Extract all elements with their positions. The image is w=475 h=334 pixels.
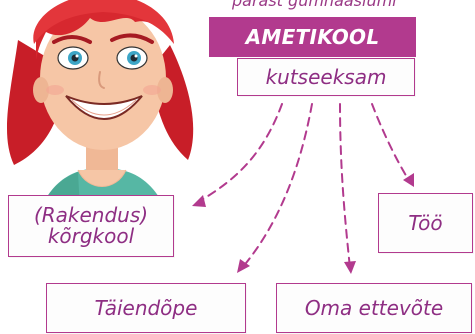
higher-school-line2: kõrgkool: [47, 224, 135, 248]
arrow-heads: [192, 173, 414, 274]
option-further-training: Täiendõpe: [46, 283, 246, 333]
kutseeksam-box: kutseeksam: [237, 58, 415, 96]
arrow-to-higher-school: [197, 103, 283, 203]
arrow-to-work: [371, 103, 411, 183]
arrow-to-own-business: [339, 103, 351, 269]
flow-arrows: [197, 103, 411, 269]
further-training-label: Täiendõpe: [94, 296, 198, 320]
kutseeksam-label: kutseeksam: [265, 65, 387, 89]
higher-school-line1: (Rakendus): [33, 203, 149, 227]
arrow-to-further-training: [241, 103, 313, 269]
own-business-label: Oma ettevõte: [304, 296, 444, 320]
option-higher-school: (Rakendus) kõrgkool: [8, 195, 174, 257]
option-work: Töö: [378, 193, 473, 253]
girl-character-icon: [6, 0, 194, 210]
ametikool-title: AMETIKOOL: [209, 17, 416, 57]
top-caption: pärast gümnaasiumi: [232, 0, 397, 10]
option-own-business: Oma ettevõte: [276, 283, 472, 333]
work-label: Töö: [408, 211, 443, 235]
